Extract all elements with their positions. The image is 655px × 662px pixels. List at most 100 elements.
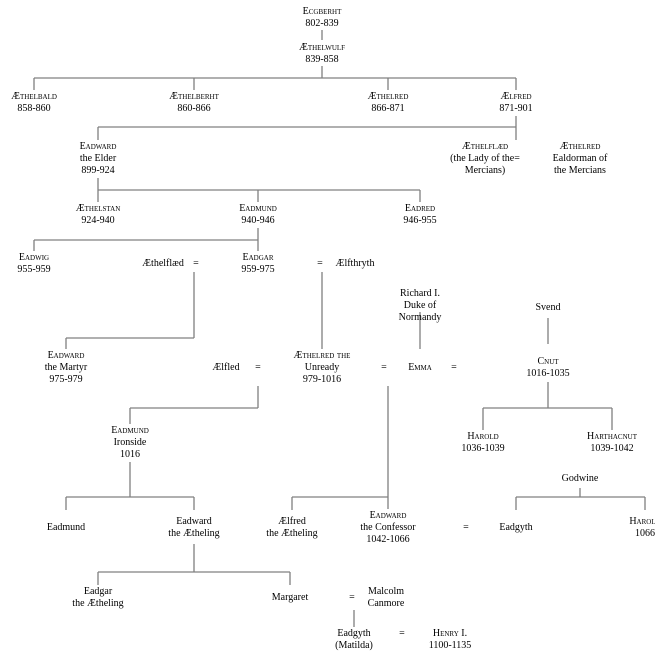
- person-name: Eadward: [176, 516, 212, 527]
- person-detail: the Martyr: [44, 362, 88, 373]
- person-name: Æthelwulf: [298, 42, 346, 53]
- person-name: Ælfled: [212, 362, 240, 373]
- person-name: Henry I.: [432, 628, 468, 639]
- person-name: Harold: [467, 431, 499, 442]
- person-detail: the Confessor: [360, 522, 416, 533]
- person-name: Æthelstan: [75, 203, 121, 214]
- person-detail: the Elder: [79, 153, 117, 164]
- person-detail: Ironside: [113, 437, 147, 448]
- person-detail: 955-959: [17, 264, 51, 275]
- marriage-symbol: =: [349, 592, 355, 603]
- person-aethelflaed-mercia: Æthelflæd(the Lady of the=Mercians): [450, 141, 520, 177]
- person-eadgyth-matilda: Eadgyth(Matilda): [335, 628, 373, 652]
- person-name: Ælfred: [278, 516, 306, 527]
- person-name: Eadgar: [83, 586, 113, 597]
- person-detail: Ealdorman of: [552, 153, 608, 164]
- person-aelfthryth: Ælfthryth: [336, 258, 375, 270]
- person-detail: (Matilda): [335, 640, 373, 651]
- person-detail: 1100-1135: [428, 640, 472, 651]
- person-name: Richard I.: [400, 288, 440, 299]
- person-name: Eadgyth: [337, 628, 371, 639]
- person-name: Eadmund: [111, 425, 149, 436]
- person-name: Cnut: [537, 356, 559, 367]
- person-henry1: Henry I.1100-1135: [429, 628, 472, 652]
- person-detail: 975-979: [49, 374, 83, 385]
- person-detail: the Ætheling: [266, 528, 318, 539]
- marriage-symbol: =: [255, 362, 261, 373]
- person-name: Eadgyth: [499, 522, 533, 533]
- person-detail: 924-940: [81, 215, 115, 226]
- person-name: Margaret: [271, 592, 309, 603]
- person-detail: 860-866: [177, 103, 211, 114]
- person-name: Godwine: [561, 473, 599, 484]
- person-detail: 940-946: [241, 215, 275, 226]
- person-detail: 1042-1066: [366, 534, 410, 545]
- marriage-symbol: =: [193, 258, 199, 269]
- person-svend: Svend: [536, 302, 561, 314]
- person-detail: Mercians): [464, 165, 506, 176]
- person-detail: Unready: [304, 362, 340, 373]
- person-detail: the Ætheling: [72, 598, 124, 609]
- person-name: Æthelbald: [11, 91, 57, 102]
- person-name: Eadward: [47, 350, 85, 361]
- person-name: Æthelred the: [293, 350, 351, 361]
- person-detail: 1066: [635, 528, 655, 539]
- person-name: Ælfthryth: [335, 258, 375, 269]
- person-harold2: Harold1066: [629, 516, 655, 540]
- person-detail: (the Lady of the=: [450, 153, 520, 164]
- person-detail: 866-871: [371, 103, 405, 114]
- person-detail: 899-924: [81, 165, 115, 176]
- marriage-symbol: =: [399, 628, 405, 639]
- person-detail: Duke of: [403, 300, 437, 311]
- person-name: Æthelberht: [169, 91, 219, 102]
- person-name: Æthelflæd: [461, 141, 509, 152]
- marriage-symbol: =: [463, 522, 469, 533]
- person-detail: 871-901: [499, 103, 533, 114]
- person-detail: the Mercians: [554, 165, 606, 176]
- person-detail: Normandy: [398, 312, 442, 323]
- person-name: Ecgberht: [302, 6, 342, 17]
- person-name: Eadmund: [239, 203, 277, 214]
- person-name: Eadmund: [46, 522, 86, 533]
- marriage-symbol: =: [381, 362, 387, 373]
- person-detail: 802-839: [305, 18, 339, 29]
- person-name: Svend: [535, 302, 561, 313]
- person-margaret: Margaret: [272, 592, 308, 604]
- person-name: Harold: [629, 516, 655, 527]
- person-name: Malcolm: [367, 586, 405, 597]
- person-aelfled: Ælfled: [212, 362, 239, 374]
- person-detail: the Ætheling: [168, 528, 220, 539]
- person-detail: Canmore: [367, 598, 405, 609]
- person-name: Eadred: [404, 203, 436, 214]
- person-name: Æthelflæd: [142, 258, 184, 269]
- person-name: Harthacnut: [587, 431, 637, 442]
- person-name: Æthelred: [559, 141, 601, 152]
- person-detail: 839-858: [305, 54, 339, 65]
- person-detail: 858-860: [17, 103, 51, 114]
- person-detail: 1036-1039: [461, 443, 505, 454]
- person-name: Æthelred: [367, 91, 409, 102]
- person-detail: 979-1016: [302, 374, 342, 385]
